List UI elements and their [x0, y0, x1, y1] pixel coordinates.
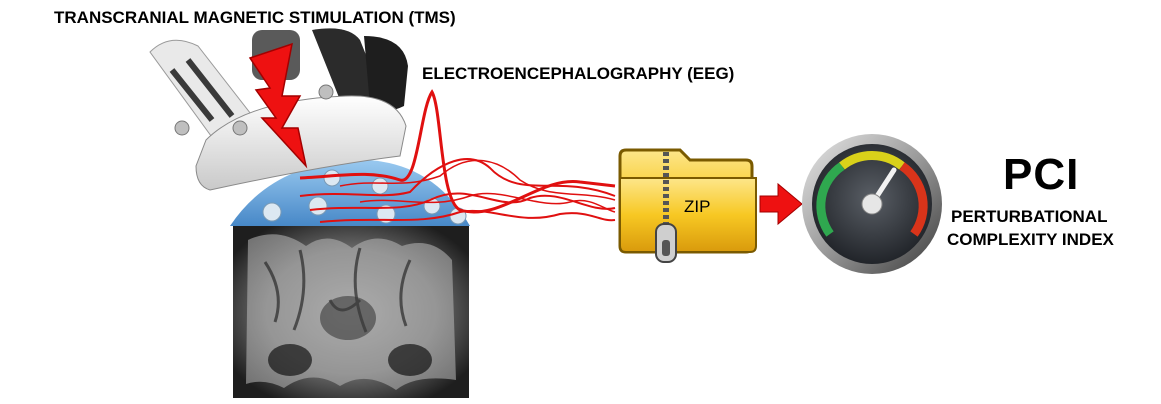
eeg-label: ELECTROENCEPHALOGRAPHY (EEG): [422, 64, 735, 83]
zip-label: ZIP: [684, 197, 711, 216]
pci-subtitle-line1: PERTURBATIONAL: [951, 207, 1108, 226]
brain-mri-icon: [233, 226, 469, 398]
zip-folder-icon: [618, 148, 757, 263]
pci-title: PCI: [1003, 150, 1080, 199]
lightning-bolt-icon: [248, 42, 308, 169]
gauge-icon: [802, 134, 942, 274]
pci-subtitle-line2: COMPLEXITY INDEX: [947, 230, 1114, 249]
eeg-cap-icon: [230, 159, 470, 226]
eeg-signal-traces: [299, 89, 616, 223]
tms-label: TRANSCRANIAL MAGNETIC STIMULATION (TMS): [54, 8, 456, 27]
tms-coil-icon: [149, 28, 408, 191]
arrow-right-icon: [759, 182, 803, 226]
